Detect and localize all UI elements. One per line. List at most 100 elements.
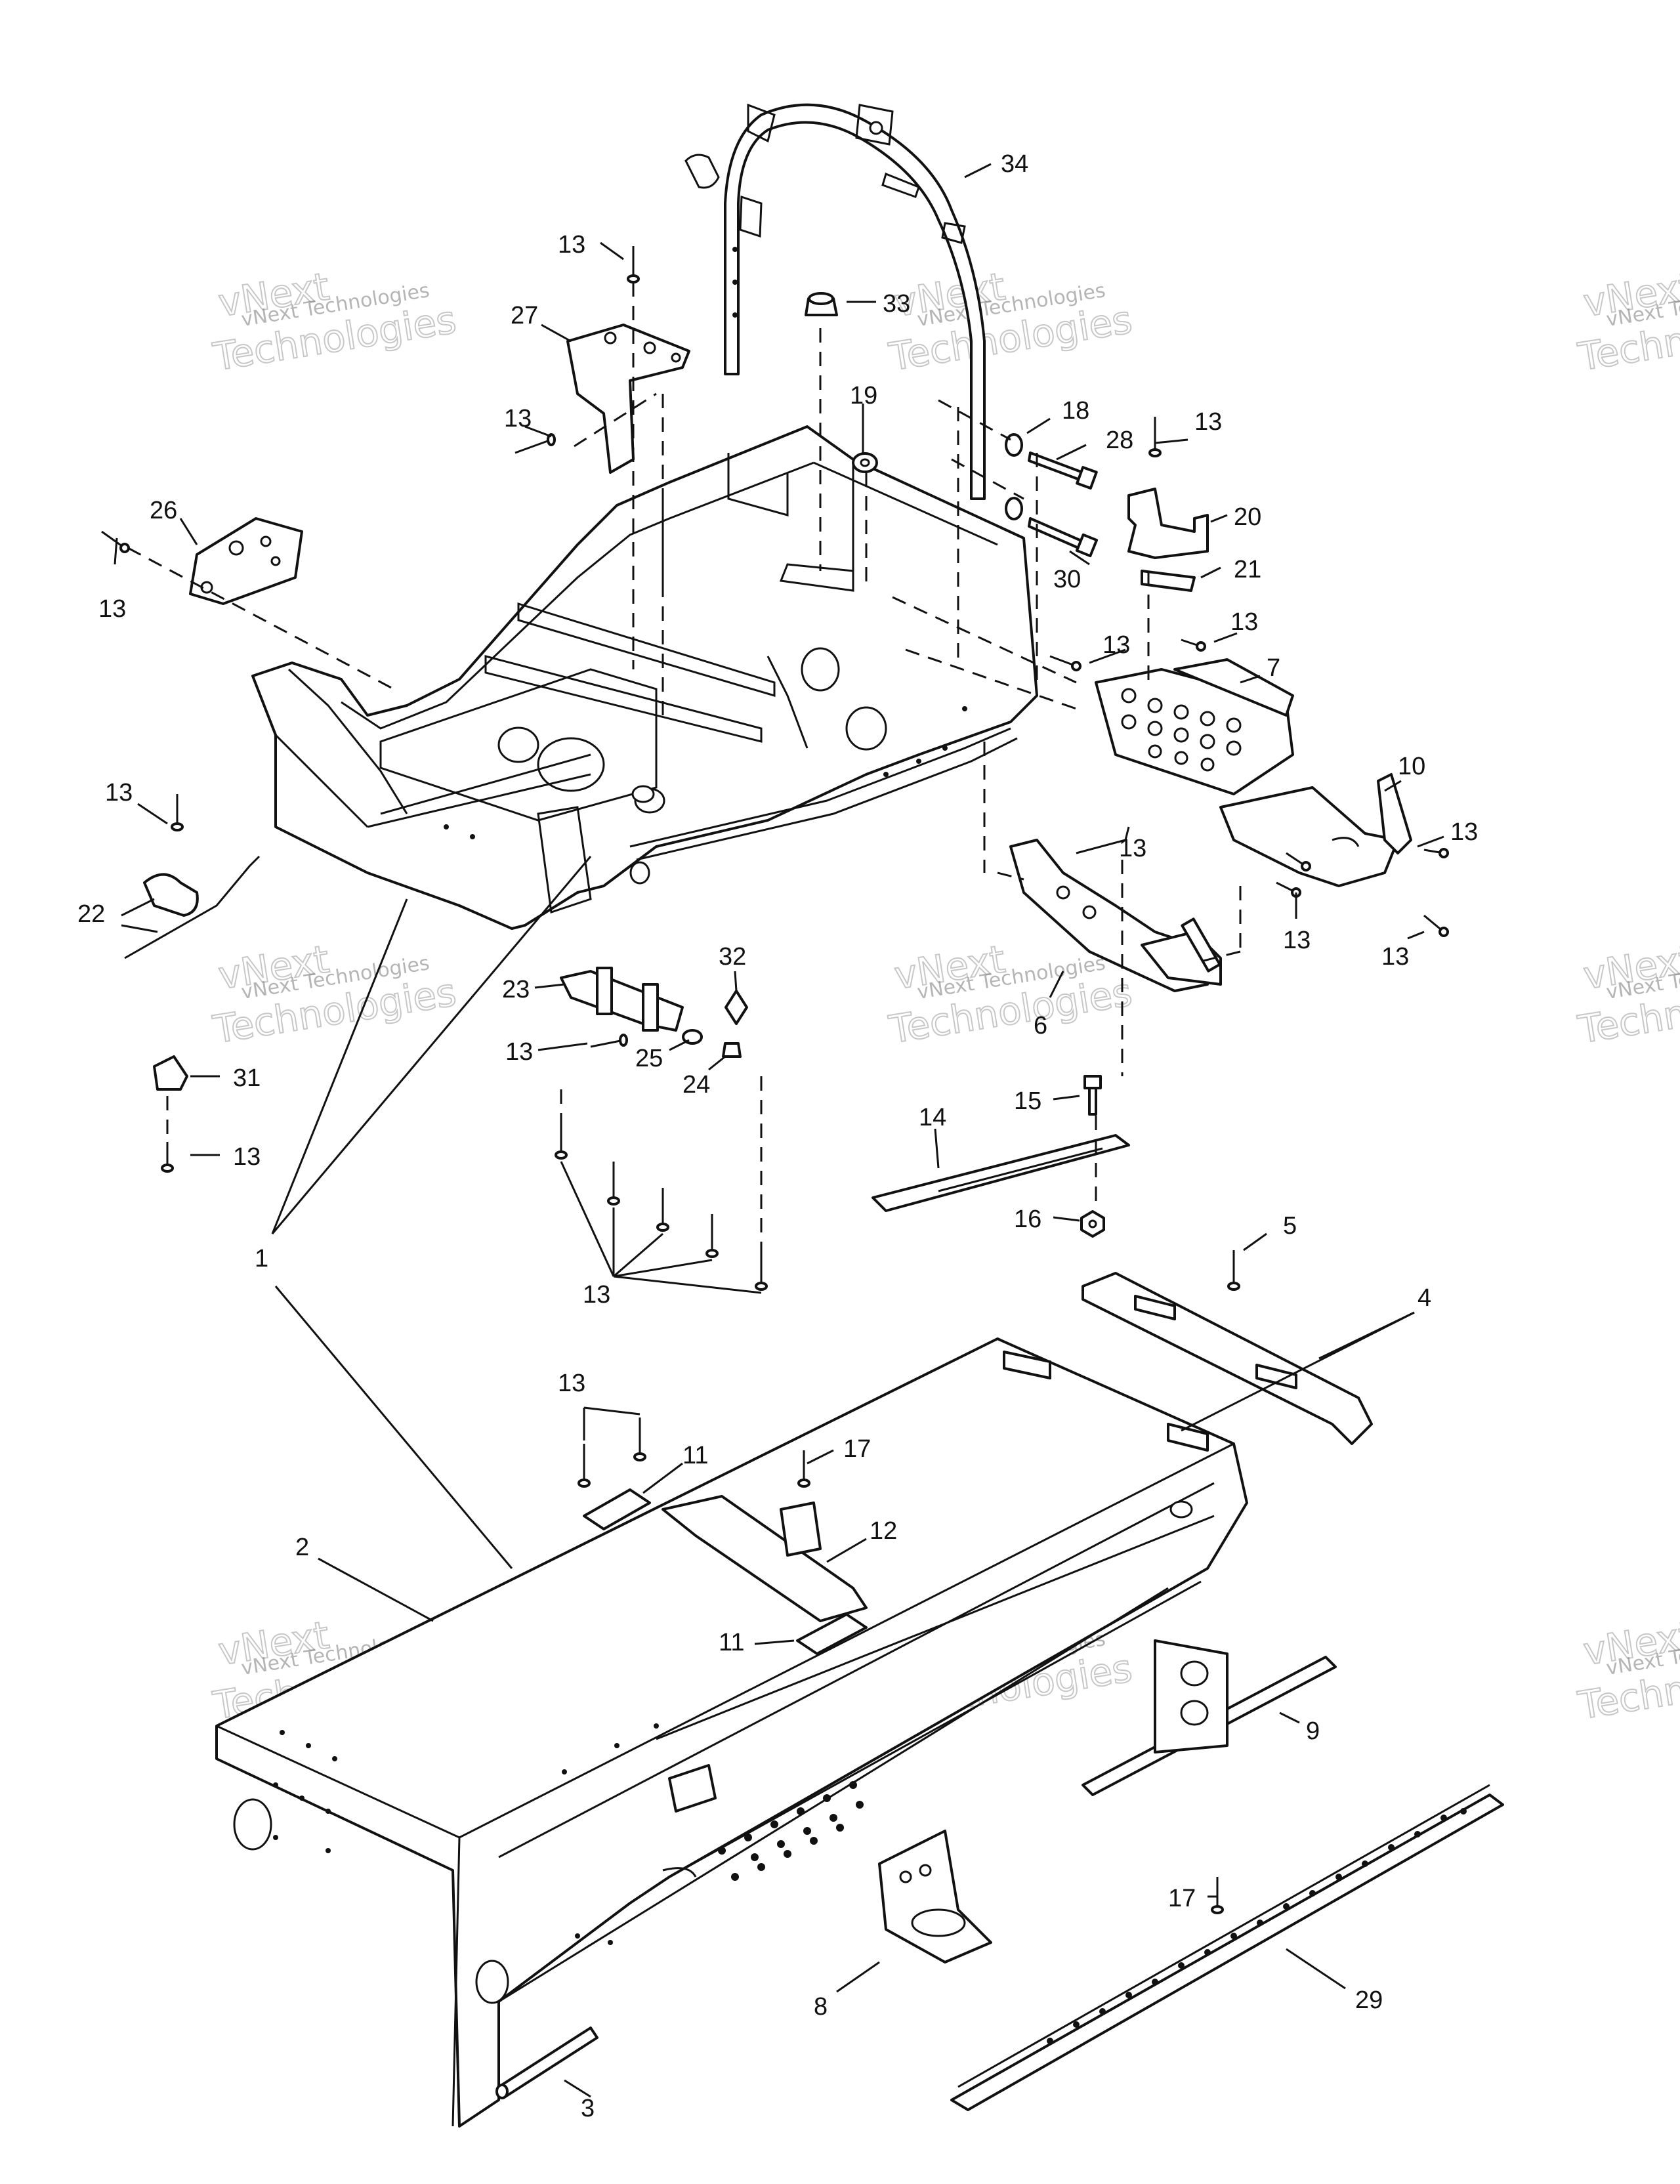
callout-15: 15 — [1014, 1087, 1041, 1115]
bracket-part-27 — [566, 324, 690, 474]
rivet — [578, 1444, 591, 1488]
callout-13: 13 — [558, 1370, 585, 1397]
rivet-part-17 — [797, 1450, 810, 1488]
rivets-part-13 — [101, 246, 1449, 1488]
callout-17: 17 — [843, 1435, 871, 1463]
footrest-holes — [1121, 688, 1242, 772]
watermark: vNext vNext Technologies Technologies — [1574, 263, 1680, 380]
callout-2: 2 — [295, 1534, 309, 1561]
callout-32: 32 — [719, 943, 746, 971]
rivet — [627, 246, 640, 284]
rivet — [1423, 848, 1449, 858]
callout-28: 28 — [1106, 427, 1133, 454]
rivet-part-17 — [1211, 1877, 1224, 1914]
callout-30: 30 — [1053, 566, 1081, 593]
rivet — [633, 1418, 646, 1461]
callout-13: 13 — [1381, 943, 1409, 971]
callout-21: 21 — [1234, 556, 1261, 583]
rivet — [590, 1034, 628, 1048]
callout-13: 13 — [105, 779, 133, 807]
callout-22: 22 — [77, 900, 105, 928]
tunnel-perforations — [273, 1723, 864, 1945]
rivet — [101, 530, 130, 553]
plate-part-26 — [189, 517, 303, 605]
callout-20: 20 — [1234, 503, 1261, 531]
watermark: vNext vNext Technologies Technologies — [209, 263, 460, 380]
callout-31: 31 — [233, 1064, 261, 1092]
callout-11: 11 — [719, 1629, 744, 1656]
washer-part-18 — [1005, 433, 1023, 520]
tunnel-part-2 — [215, 1337, 1248, 2128]
rivet — [1148, 417, 1162, 457]
callout-16: 16 — [1014, 1206, 1041, 1233]
rivet — [1181, 639, 1206, 652]
callout-14: 14 — [919, 1104, 946, 1131]
rivet — [1286, 852, 1311, 872]
callout-11: 11 — [682, 1442, 708, 1469]
nut-part-33 — [805, 292, 838, 316]
bracket-part-9 — [1082, 1639, 1337, 1796]
callout-9: 9 — [1306, 1717, 1320, 1745]
callout-13: 13 — [1194, 408, 1222, 436]
callout-29: 29 — [1355, 1986, 1383, 2014]
callout-23: 23 — [502, 976, 530, 1003]
washer-part-19 — [852, 452, 878, 473]
rivet — [555, 1116, 568, 1160]
callout-6: 6 — [1034, 1012, 1047, 1040]
callout-34: 34 — [1001, 150, 1028, 178]
callout-13: 13 — [1119, 835, 1146, 862]
callout-25: 25 — [635, 1045, 663, 1072]
plate-part-14 — [872, 1134, 1130, 1212]
callout-13: 13 — [1230, 608, 1258, 636]
rivet — [755, 1247, 768, 1291]
footrest-part-7 — [1095, 658, 1294, 795]
main-frame-part-1 — [251, 425, 1038, 930]
rivet — [1049, 655, 1082, 671]
bracket-part-10 — [1219, 773, 1412, 887]
callout-18: 18 — [1062, 397, 1089, 425]
screw-part-24 — [722, 1042, 742, 1058]
callout-12: 12 — [870, 1517, 897, 1545]
bracket-part-20 — [1127, 488, 1209, 559]
callout-26: 26 — [150, 497, 177, 524]
rivet — [705, 1214, 719, 1258]
rivet — [171, 794, 184, 831]
runner-perforations — [1047, 1808, 1467, 2044]
bolt-part-28 — [1028, 452, 1098, 490]
fastener-part-32 — [724, 990, 748, 1025]
steering-support-part-34 — [684, 103, 986, 500]
callout-1: 1 — [255, 1245, 268, 1272]
plate-part-4 — [1082, 1272, 1373, 1445]
clip-part-31 — [153, 1055, 188, 1091]
callout-13: 13 — [558, 231, 585, 259]
callout-13: 13 — [505, 1038, 533, 1066]
callout-13: 13 — [583, 1281, 610, 1309]
watermark: vNext vNext Technologies Technologies — [209, 936, 460, 1053]
callout-3: 3 — [581, 2095, 595, 2122]
bolt-part-30 — [1028, 517, 1099, 558]
callout-33: 33 — [883, 290, 910, 318]
rivet-part-5 — [1227, 1250, 1240, 1291]
callout-5: 5 — [1283, 1212, 1297, 1240]
watermark: vNext vNext Technologies Technologies — [1574, 936, 1680, 1053]
callout-13: 13 — [1102, 631, 1130, 659]
plate-part-21 — [1141, 570, 1196, 592]
bracket-part-11 — [796, 1613, 868, 1655]
bracket-part-8 — [878, 1830, 992, 1964]
rivet — [656, 1188, 669, 1232]
callout-13: 13 — [98, 595, 126, 623]
callout-24: 24 — [682, 1071, 710, 1099]
callout-13: 13 — [1283, 927, 1311, 954]
callout-13: 13 — [504, 405, 532, 432]
callout-17: 17 — [1168, 1885, 1196, 1912]
assembly-lines — [127, 282, 1242, 1247]
rivet — [607, 1162, 620, 1206]
callout-19: 19 — [850, 382, 877, 410]
runner-part-29 — [950, 1784, 1504, 2111]
rivet — [161, 1142, 174, 1173]
steering-bracket-part-6 — [1009, 839, 1222, 992]
leader-lines — [114, 163, 1444, 2098]
watermark: vNext vNext Technologies Technologies — [1574, 1612, 1680, 1729]
callouts: 13 27 13 26 13 34 33 19 18 28 30 13 20 2… — [77, 150, 1478, 2122]
callout-10: 10 — [1398, 753, 1425, 780]
